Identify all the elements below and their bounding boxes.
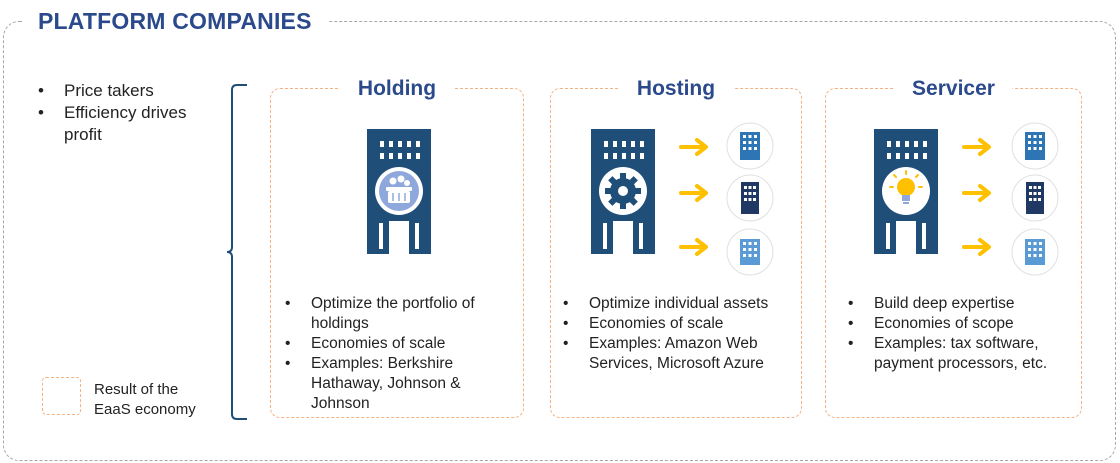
card-bullets: Build deep expertise Economies of scope … bbox=[846, 294, 1082, 374]
arrow-right-icon bbox=[679, 184, 708, 202]
card-bullet: Optimize the portfolio of holdings bbox=[283, 294, 519, 334]
arrow-right-icon bbox=[962, 238, 991, 256]
card-bullet: Economies of scale bbox=[283, 334, 519, 354]
legend-label: Result of the EaaS economy bbox=[94, 381, 196, 418]
arrow-right-icon bbox=[679, 238, 708, 256]
office-building-icon bbox=[1011, 122, 1059, 170]
office-building-icon bbox=[726, 228, 774, 276]
page-title: PLATFORM COMPANIES bbox=[22, 8, 328, 35]
arrow-right-icon bbox=[962, 138, 991, 156]
office-building-icon bbox=[726, 122, 774, 170]
intro-item: Price takers bbox=[38, 80, 223, 102]
building-with-basket-icon bbox=[367, 129, 431, 254]
card-bullet: Examples: Amazon Web Services, Microsoft… bbox=[561, 334, 797, 374]
office-building-icon bbox=[1011, 174, 1059, 222]
card-bullet: Build deep expertise bbox=[846, 294, 1082, 314]
outer-frame bbox=[3, 21, 1116, 461]
arrow-right-icon bbox=[679, 138, 708, 156]
card-bullet: Optimize individual assets bbox=[561, 294, 797, 314]
card-bullets: Optimize individual assets Economies of … bbox=[561, 294, 797, 374]
card-hosting: Hosting bbox=[550, 76, 802, 418]
card-servicer: Servicer bbox=[825, 76, 1082, 418]
building-with-gear-icon bbox=[591, 129, 655, 254]
card-title: Servicer bbox=[894, 76, 1013, 102]
intro-item: Efficiency drives profit bbox=[38, 102, 223, 146]
card-title: Hosting bbox=[618, 76, 734, 102]
card-holding: Holding Optimize the portfolio of holdin… bbox=[270, 76, 524, 418]
building-with-lightbulb-icon bbox=[874, 129, 938, 254]
card-title: Holding bbox=[339, 76, 455, 102]
office-building-icon bbox=[726, 174, 774, 222]
card-bullet: Economies of scale bbox=[561, 314, 797, 334]
card-bullets: Optimize the portfolio of holdings Econo… bbox=[283, 294, 519, 414]
legend-swatch bbox=[42, 377, 81, 415]
arrow-right-icon bbox=[962, 184, 991, 202]
card-bullet: Examples: Berkshire Hathaway, Johnson & … bbox=[283, 354, 519, 414]
card-bullet: Economies of scope bbox=[846, 314, 1082, 334]
intro-list: Price takers Efficiency drives profit bbox=[38, 80, 223, 146]
card-bullet: Examples: tax software, payment processo… bbox=[846, 334, 1082, 374]
office-building-icon bbox=[1011, 228, 1059, 276]
curly-brace-icon bbox=[226, 84, 247, 420]
